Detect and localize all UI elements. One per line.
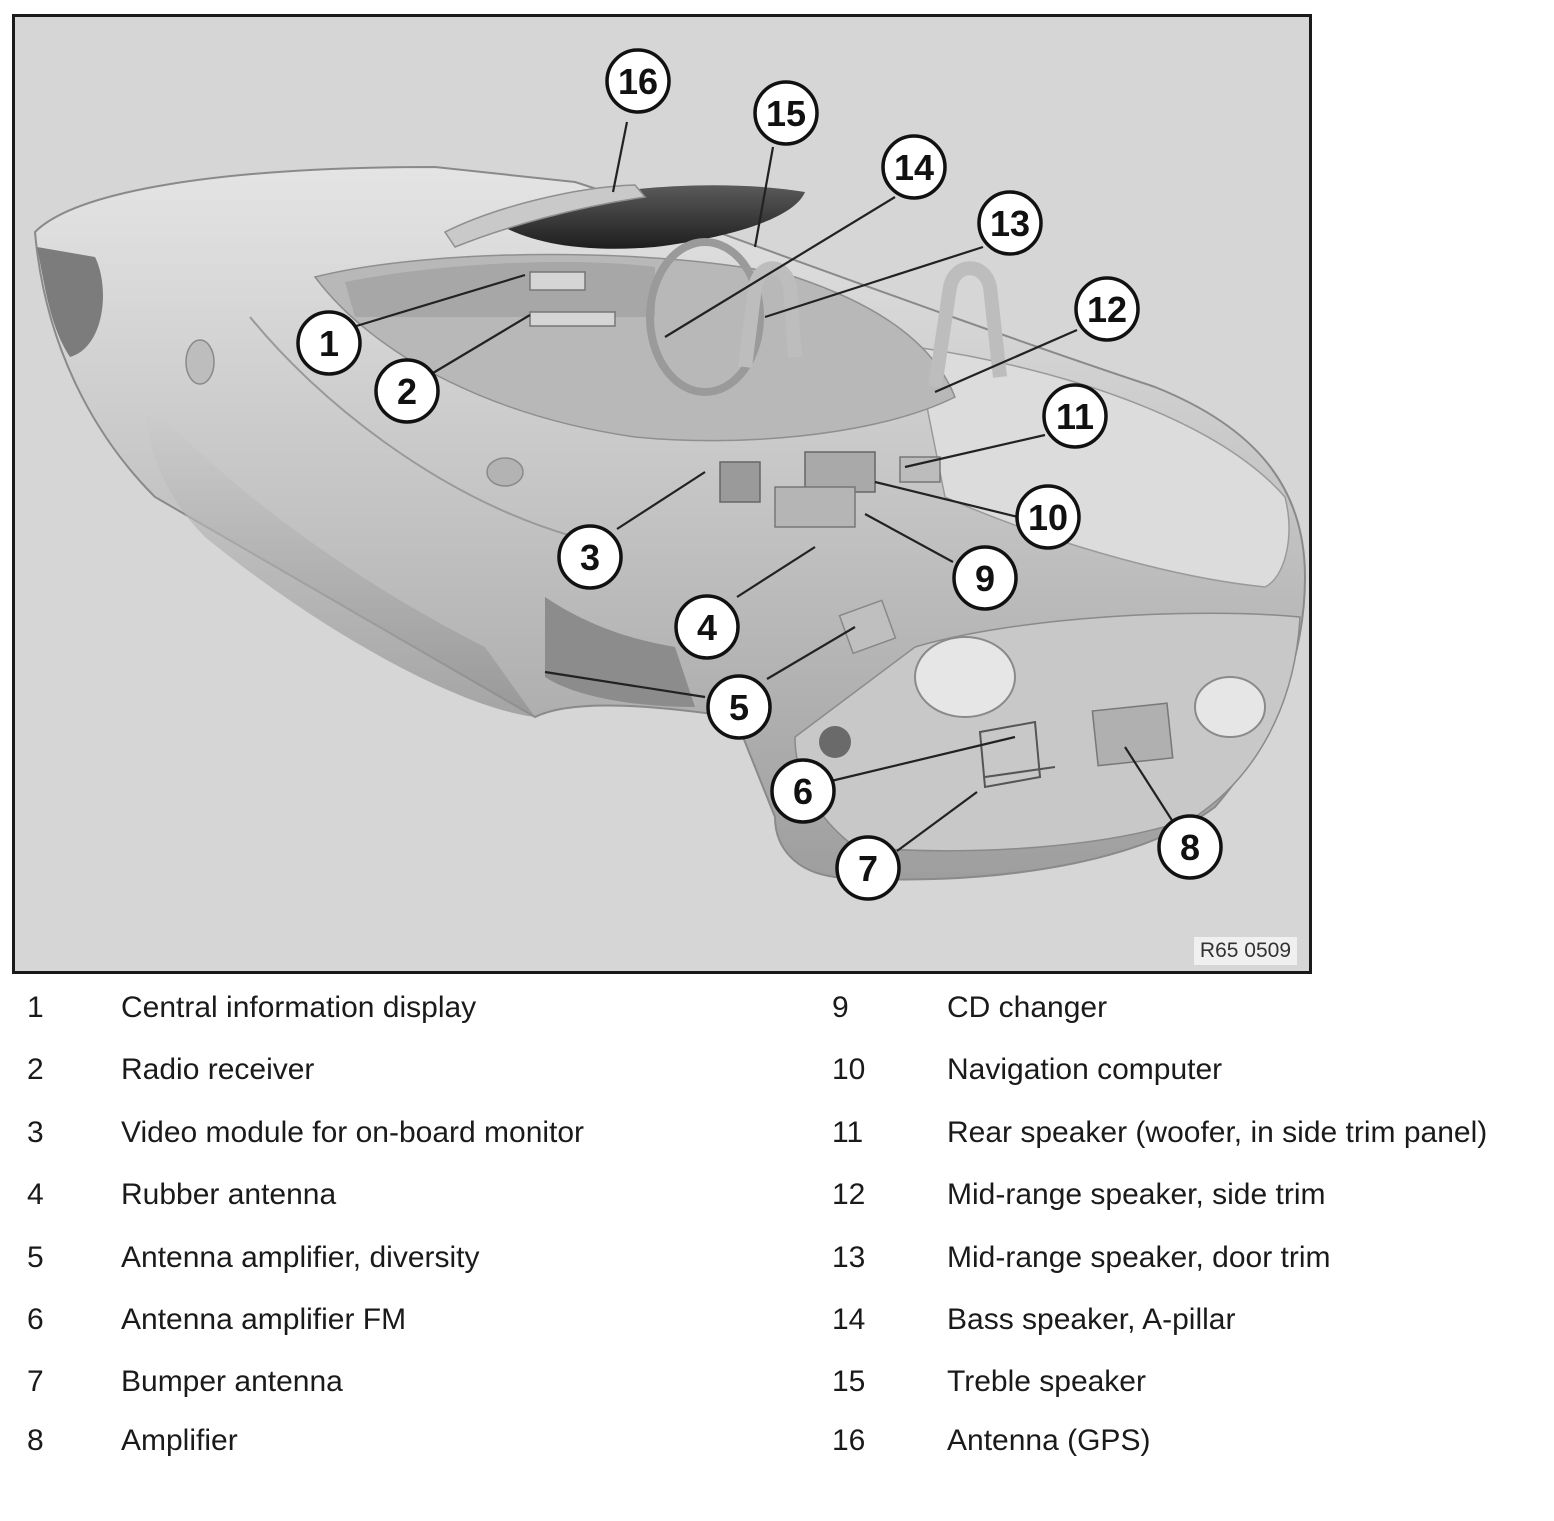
callout-7: 7: [835, 835, 901, 901]
callout-number: 11: [1056, 396, 1094, 437]
legend-label: Navigation computer: [947, 1053, 1223, 1086]
legend-number: 3: [27, 1116, 44, 1149]
callout-number: 14: [894, 147, 934, 188]
legend-label: Radio receiver: [121, 1053, 315, 1086]
legend-number: 11: [832, 1116, 864, 1149]
legend-number: 8: [27, 1424, 44, 1457]
callout-8: 8: [1157, 814, 1223, 880]
legend-label: Bumper antenna: [121, 1365, 343, 1398]
legend-number: 14: [832, 1303, 866, 1336]
callout-14: 14: [881, 134, 947, 200]
car-illustration: 16 15 14 13 12 11 10 9: [33, 48, 1307, 901]
callout-number: 9: [975, 558, 995, 599]
legend-number: 2: [27, 1053, 44, 1086]
callout-number: 3: [580, 537, 600, 578]
legend-label: Video module for on-board monitor: [121, 1116, 585, 1149]
callout-2: 2: [374, 358, 440, 424]
callout-12: 12: [1074, 276, 1140, 342]
legend-label: Rubber antenna: [121, 1178, 337, 1211]
legend-number: 10: [832, 1053, 866, 1086]
callout-number: 5: [729, 687, 749, 728]
callout-10: 10: [1015, 484, 1081, 550]
legend-label: CD changer: [947, 991, 1108, 1024]
callout-13: 13: [977, 190, 1043, 256]
callout-number: 1: [319, 323, 339, 364]
legend-label: Bass speaker, A-pillar: [947, 1303, 1236, 1336]
callout-number: 8: [1180, 827, 1200, 868]
legend-number: 5: [27, 1241, 44, 1274]
legend-label: Mid-range speaker, door trim: [947, 1241, 1331, 1274]
legend-number: 6: [27, 1303, 44, 1336]
callout-number: 2: [397, 371, 417, 412]
callout-number: 6: [793, 771, 813, 812]
callout-15: 15: [753, 80, 819, 146]
callout-number: 10: [1028, 497, 1068, 538]
callout-number: 4: [697, 607, 717, 648]
legend-label: Mid-range speaker, side trim: [947, 1178, 1326, 1211]
callout-number: 12: [1087, 289, 1127, 330]
legend-label: Rear speaker (woofer, in side trim panel…: [947, 1116, 1488, 1149]
callout-number: 13: [990, 203, 1030, 244]
callout-9: 9: [952, 545, 1018, 611]
callout-4: 4: [674, 594, 740, 660]
legend-number: 12: [832, 1178, 866, 1211]
callout-5: 5: [706, 674, 772, 740]
callout-number: 16: [618, 61, 658, 102]
legend-number: 1: [27, 991, 44, 1024]
legend-label: Antenna amplifier FM: [121, 1303, 407, 1336]
legend-label: Antenna amplifier, diversity: [121, 1241, 480, 1274]
legend-label: Treble speaker: [947, 1365, 1146, 1398]
legend-number: 15: [832, 1365, 866, 1398]
callout-number: 7: [858, 848, 878, 889]
diagram-frame: 16 15 14 13 12 11 10 9: [12, 14, 1312, 974]
leader-lines: [352, 121, 1176, 852]
callout-11: 11: [1042, 383, 1108, 449]
legend-number: 9: [832, 991, 849, 1024]
legend-label: Amplifier: [121, 1424, 238, 1457]
legend-label: Antenna (GPS): [947, 1424, 1151, 1457]
legend-number: 4: [27, 1178, 44, 1211]
legend-number: 16: [832, 1424, 866, 1457]
legend-number: 7: [27, 1365, 44, 1398]
legend-label: Central information display: [121, 991, 477, 1024]
callout-16: 16: [605, 48, 671, 114]
callout-1: 1: [296, 310, 362, 376]
car-body: [33, 165, 1307, 881]
legend-number: 13: [832, 1241, 866, 1274]
figure-code: R65 0509: [1193, 937, 1297, 965]
callout-6: 6: [770, 758, 836, 824]
callout-3: 3: [557, 524, 623, 590]
callout-number: 15: [766, 93, 806, 134]
